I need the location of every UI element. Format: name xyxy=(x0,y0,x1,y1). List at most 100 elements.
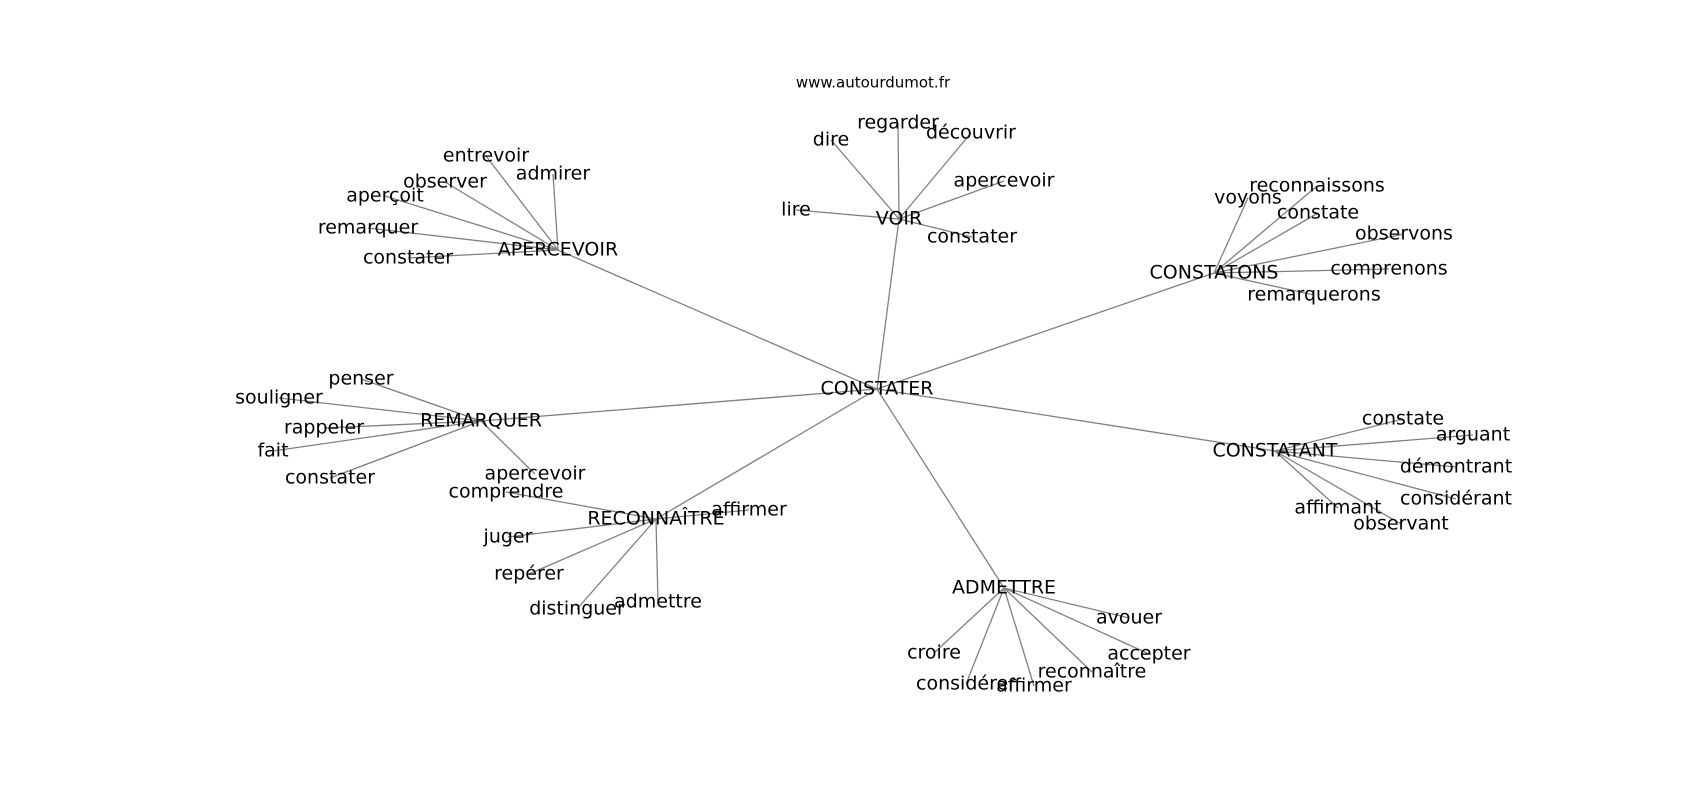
hub-node-remarquer: REMARQUER xyxy=(420,410,542,432)
edge-reconnaitre-3 xyxy=(528,518,657,575)
edge-voir-4 xyxy=(795,209,900,220)
edge-constatant-5 xyxy=(1274,450,1402,525)
edge-apercevoir-0 xyxy=(485,155,559,251)
edge-center-admettre xyxy=(876,388,1005,589)
word-node: voyons xyxy=(1214,187,1282,209)
word-node: admirer xyxy=(516,163,591,185)
word-node: apercevoir xyxy=(954,170,1055,192)
word-node: reconnaissons xyxy=(1249,175,1385,197)
word-node: observer xyxy=(403,171,487,193)
word-node: distinguer xyxy=(529,598,625,620)
edge-constatant-2 xyxy=(1274,450,1457,468)
word-node: regarder xyxy=(857,112,939,134)
word-node: aperçoit xyxy=(346,185,424,207)
edge-center-remarquer xyxy=(480,388,878,422)
edge-center-reconnaitre xyxy=(655,388,878,520)
edge-constatons-5 xyxy=(1213,272,1315,296)
word-node: constater xyxy=(363,247,453,269)
hub-node-constatons: CONSTATONS xyxy=(1150,262,1279,284)
edge-center-voir xyxy=(876,218,900,390)
edge-admettre-5 xyxy=(1003,587,1035,687)
word-node: entrevoir xyxy=(443,145,529,167)
edge-apercevoir-1 xyxy=(552,173,559,251)
edge-apercevoir-4 xyxy=(367,227,559,251)
edge-admettre-3 xyxy=(933,587,1005,654)
word-node: fait xyxy=(257,440,288,462)
word-node: affirmer xyxy=(711,499,787,521)
edge-reconnaitre-5 xyxy=(655,518,659,603)
edge-constatons-2 xyxy=(1213,212,1319,274)
word-node: rappeler xyxy=(284,417,364,439)
word-node: comprendre xyxy=(449,481,564,503)
edge-remarquer-2 xyxy=(323,420,482,429)
edge-admettre-4 xyxy=(965,587,1005,685)
edge-apercevoir-5 xyxy=(407,249,559,259)
hub-node-admettre: ADMETTRE xyxy=(952,577,1056,599)
edge-remarquer-3 xyxy=(272,420,482,452)
word-node: reconnaître xyxy=(1038,661,1147,683)
word-node: affirmant xyxy=(1294,497,1381,519)
word-node: constate xyxy=(1362,408,1444,430)
edge-constatons-4 xyxy=(1213,268,1390,274)
graph-edges xyxy=(272,122,1474,687)
word-node: croire xyxy=(907,642,961,664)
word-node: constate xyxy=(1277,202,1359,224)
edge-admettre-1 xyxy=(1003,587,1150,655)
word-node: considérant xyxy=(1400,488,1512,510)
edge-center-constatons xyxy=(876,272,1215,390)
word-node: considérer xyxy=(916,673,1016,695)
word-node: juger xyxy=(483,526,533,548)
hub-node-apercevoir: APERCEVOIR xyxy=(498,239,618,261)
hub-node-constatant: CONSTATANT xyxy=(1212,440,1337,462)
hub-node-reconnaitre: RECONNAÎTRE xyxy=(587,507,724,530)
edge-constatant-3 xyxy=(1274,450,1457,500)
word-node: comprenons xyxy=(1330,258,1447,280)
word-node: admettre xyxy=(614,591,702,613)
edge-constatons-0 xyxy=(1213,185,1318,274)
word-node: observons xyxy=(1355,223,1453,245)
edge-remarquer-4 xyxy=(329,420,482,479)
edge-admettre-0 xyxy=(1003,587,1130,619)
source-caption: www.autourdumot.fr xyxy=(796,74,951,92)
edge-center-constatant xyxy=(876,388,1276,452)
edge-remarquer-5 xyxy=(480,420,536,475)
word-node: apercevoir xyxy=(485,463,586,485)
edge-constatant-1 xyxy=(1274,434,1474,452)
edge-reconnaitre-0 xyxy=(505,491,657,520)
edge-voir-5 xyxy=(898,218,973,238)
word-node: démontrant xyxy=(1400,456,1512,478)
word-node: arguant xyxy=(1436,424,1510,446)
word-node: lire xyxy=(781,199,811,221)
edge-apercevoir-2 xyxy=(444,181,559,251)
word-node: avouer xyxy=(1096,607,1162,629)
edge-reconnaitre-4 xyxy=(576,518,657,610)
edge-center-apercevoir xyxy=(557,249,878,390)
edge-constatons-1 xyxy=(1213,197,1249,274)
word-node: penser xyxy=(328,368,393,390)
edge-remarquer-0 xyxy=(360,378,482,422)
edge-voir-1 xyxy=(897,122,900,220)
word-node: observant xyxy=(1353,513,1448,535)
edge-voir-0 xyxy=(830,139,900,220)
word-node: souligner xyxy=(235,387,323,409)
hub-node-voir: VOIR xyxy=(876,208,922,230)
edge-voir-2 xyxy=(898,132,972,220)
edge-remarquer-1 xyxy=(278,397,482,422)
edge-constatant-0 xyxy=(1274,418,1404,452)
word-node: accepter xyxy=(1107,643,1190,665)
word-node: découvrir xyxy=(926,122,1016,144)
edge-admettre-2 xyxy=(1003,587,1093,673)
edge-constatant-4 xyxy=(1274,450,1339,509)
word-node: affirmer xyxy=(996,675,1072,697)
word-node: dire xyxy=(813,129,849,151)
word-node: constater xyxy=(285,467,375,489)
word-node: remarquerons xyxy=(1247,284,1380,306)
edge-voir-3 xyxy=(898,180,1005,220)
edge-reconnaitre-2 xyxy=(507,518,657,538)
edge-reconnaitre-1 xyxy=(655,509,750,520)
edge-apercevoir-3 xyxy=(384,195,559,251)
center-node: CONSTATER xyxy=(821,378,934,400)
word-node: constater xyxy=(927,226,1017,248)
